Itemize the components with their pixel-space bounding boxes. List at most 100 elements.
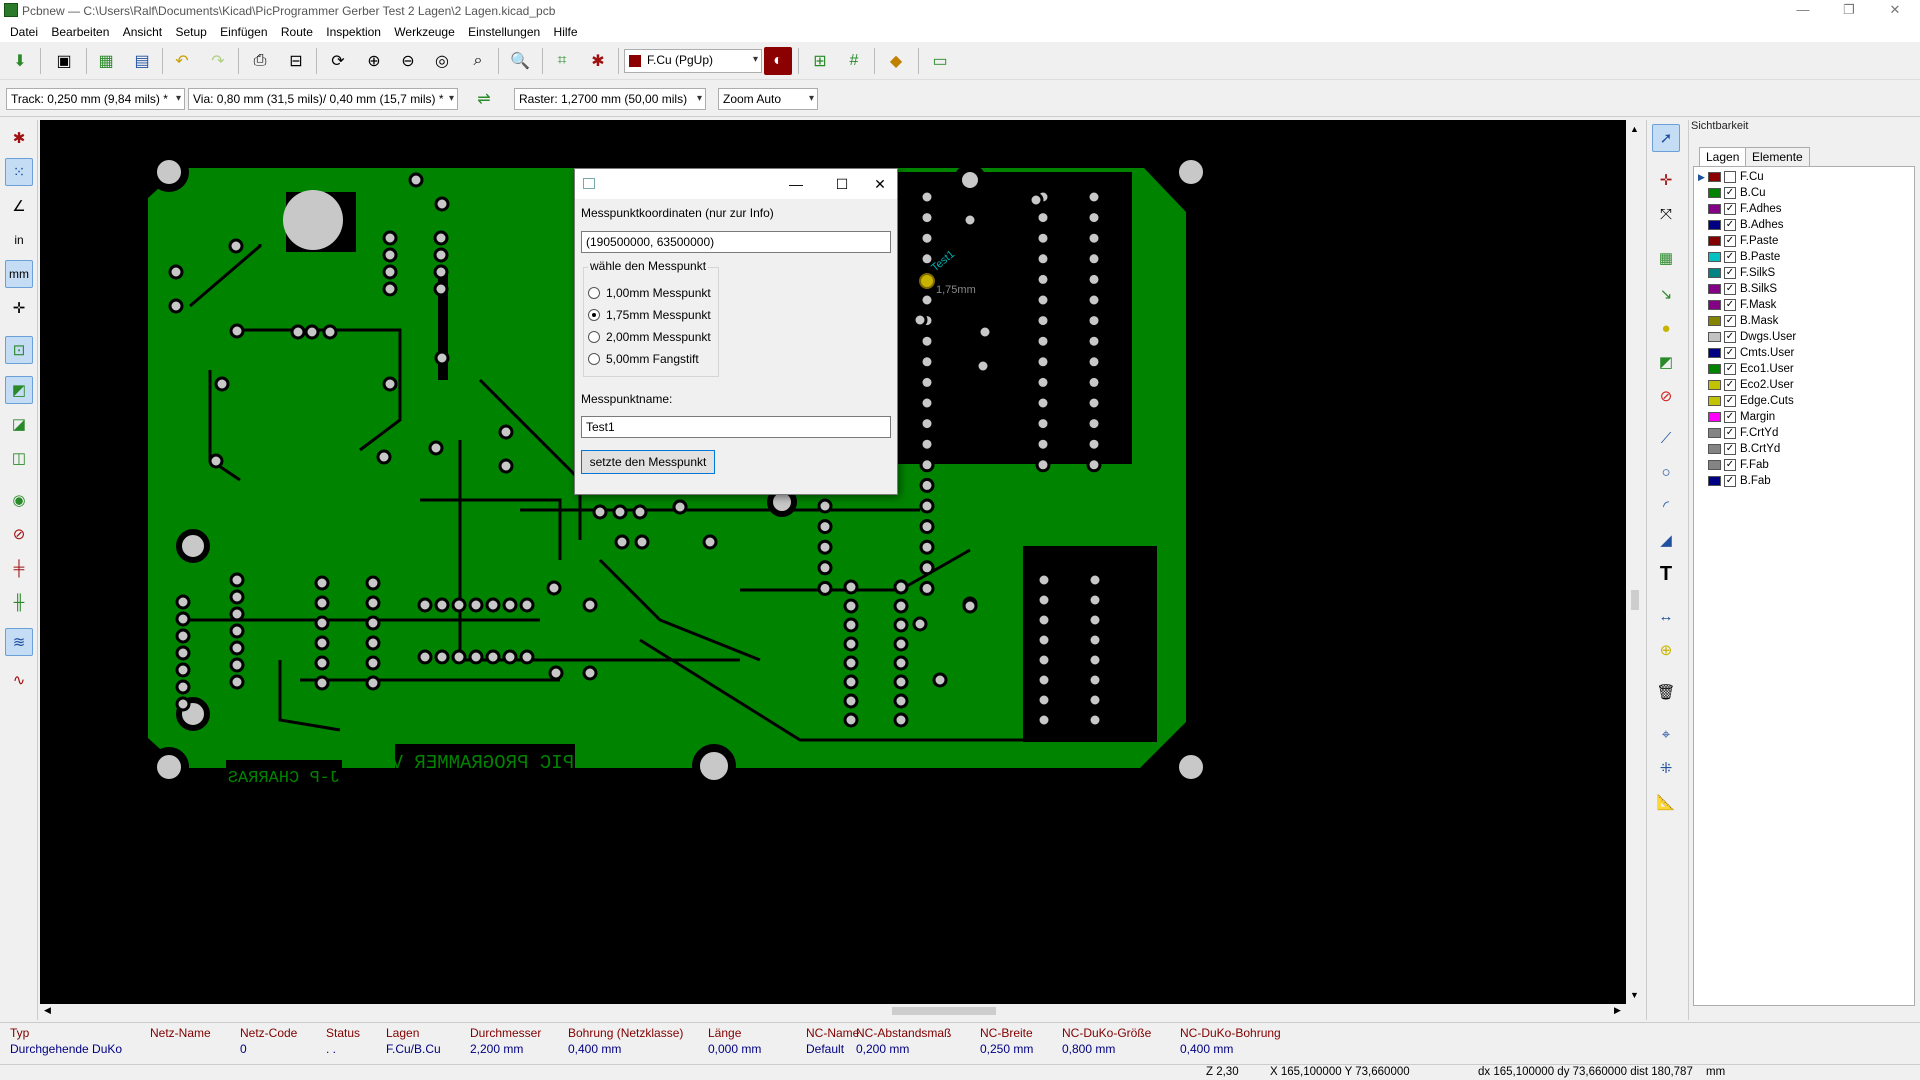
vias-sketch-icon[interactable]: ⊘ [12, 526, 26, 543]
scroll-left-icon[interactable]: ◀ [44, 1005, 51, 1015]
redraw-icon[interactable]: ⟳ [331, 53, 345, 70]
layer-color-swatch[interactable] [1708, 204, 1721, 214]
undo-icon[interactable]: ↶ [175, 53, 189, 70]
footprint-editor-icon[interactable]: ▦ [98, 53, 114, 70]
menu-datei[interactable]: Datei [10, 25, 39, 39]
layer-checkbox[interactable]: ✓ [1724, 315, 1736, 327]
layer-color-swatch[interactable] [1708, 220, 1721, 230]
cursor-shape-icon[interactable]: ✛ [12, 300, 26, 317]
layer-color-swatch[interactable] [1708, 476, 1721, 486]
layer-color-swatch[interactable] [1708, 444, 1721, 454]
auto-track-width-icon[interactable]: ⇌ [477, 91, 491, 108]
close-button[interactable]: ✕ [1889, 2, 1901, 17]
add-zone-icon[interactable]: ◩ [1658, 354, 1674, 371]
layer-color-swatch[interactable] [1708, 316, 1721, 326]
vertical-scrollbar[interactable]: ▲ ▼ [1628, 120, 1642, 1004]
select-arrow-icon[interactable]: ➚ [1652, 124, 1680, 152]
microwave-toolbar-icon[interactable]: ∿ [12, 672, 26, 689]
layer-select[interactable]: F.Cu (PgUp) ▾ [624, 49, 762, 73]
add-footprint-icon[interactable]: ▦ [1658, 250, 1674, 267]
scroll-thumb[interactable] [1631, 590, 1639, 610]
layer-checkbox[interactable]: ✓ [1724, 235, 1736, 247]
coords-field[interactable]: (190500000, 63500000) [581, 231, 891, 253]
layer-checkbox[interactable]: ✓ [1724, 331, 1736, 343]
measure-icon[interactable]: 📐 [1656, 794, 1676, 811]
keepout-area-icon[interactable]: ⊘ [1659, 388, 1673, 405]
scroll-down-icon[interactable]: ▼ [1630, 990, 1639, 1000]
menu-ansicht[interactable]: Ansicht [122, 25, 163, 39]
layer-color-swatch[interactable] [1708, 284, 1721, 294]
layer-color-swatch[interactable] [1708, 396, 1721, 406]
zoom-in-icon[interactable]: ⊕ [367, 53, 381, 70]
grid-origin-icon[interactable]: ⁜ [1659, 760, 1673, 777]
layer-color-swatch[interactable] [1708, 188, 1721, 198]
netlist-icon[interactable]: ⌗ [557, 52, 567, 69]
menu-bearbeiten[interactable]: Bearbeiten [51, 25, 110, 39]
layer-checkbox[interactable]: ✓ [1724, 219, 1736, 231]
zoom-selection-icon[interactable]: ⌕ [473, 52, 483, 69]
direction-icon[interactable]: ◆ [889, 53, 903, 70]
add-via-icon[interactable]: ● [1661, 319, 1671, 337]
pads-sketch-icon[interactable]: ◉ [12, 492, 26, 509]
layers-manager-icon[interactable]: ≋ [5, 628, 33, 656]
layer-checkbox[interactable] [1724, 171, 1736, 183]
zone-fill-icon[interactable]: ◩ [5, 376, 33, 404]
footprint-viewer-icon[interactable]: ▤ [134, 53, 150, 70]
dialog-minimize-button[interactable]: — [789, 176, 803, 192]
layer-color-swatch[interactable] [1708, 236, 1721, 246]
layer-checkbox[interactable]: ✓ [1724, 267, 1736, 279]
zone-sketch-icon[interactable]: ◫ [11, 450, 27, 467]
layer-checkbox[interactable]: ✓ [1724, 187, 1736, 199]
restore-button[interactable]: ❐ [1843, 2, 1855, 17]
menu-setup[interactable]: Setup [175, 25, 207, 39]
layer-checkbox[interactable]: ✓ [1724, 299, 1736, 311]
add-polygon-icon[interactable]: ◢ [1660, 532, 1672, 549]
scroll-thumb[interactable] [892, 1007, 996, 1015]
layer-color-swatch[interactable] [1708, 460, 1721, 470]
zoom-fit-icon[interactable]: ◎ [435, 53, 449, 70]
drc-off-icon[interactable]: ✱ [12, 130, 26, 147]
contrast-mode-icon[interactable]: ╫ [13, 593, 25, 611]
grid-select[interactable]: Raster: 1,2700 mm (50,00 mils)▾ [514, 88, 706, 110]
layer-checkbox[interactable]: ✓ [1724, 379, 1736, 391]
tab-lagen[interactable]: Lagen [1699, 147, 1747, 167]
zoom-out-icon[interactable]: ⊖ [401, 53, 415, 70]
delete-icon[interactable]: 🗑 [1656, 684, 1676, 701]
via-size-select[interactable]: Via: 0,80 mm (31,5 mils)/ 0,40 mm (15,7 … [188, 88, 458, 110]
layer-checkbox[interactable]: ✓ [1724, 347, 1736, 359]
menu-werkzeuge[interactable]: Werkzeuge [394, 25, 455, 39]
layer-checkbox[interactable]: ✓ [1724, 203, 1736, 215]
add-dimension-icon[interactable]: ↔ [1658, 607, 1674, 625]
polar-coords-icon[interactable]: ∠ [12, 198, 26, 215]
ratsnest-icon[interactable]: ⊡ [5, 336, 33, 364]
minimize-button[interactable]: — [1796, 2, 1810, 17]
print-icon[interactable]: ⎙ [253, 52, 267, 69]
scroll-right-icon[interactable]: ▶ [1614, 1005, 1621, 1015]
layer-color-swatch[interactable] [1708, 332, 1721, 342]
units-inch-icon[interactable]: in [14, 233, 24, 247]
layer-color-swatch[interactable] [1708, 268, 1721, 278]
name-field[interactable]: Test1 [581, 416, 891, 438]
layer-checkbox[interactable]: ✓ [1724, 475, 1736, 487]
layer-checkbox[interactable]: ✓ [1724, 251, 1736, 263]
tracks-sketch-icon[interactable]: ╪ [13, 559, 25, 577]
add-target-icon[interactable]: ⊕ [1659, 642, 1673, 659]
menu-einstellungen[interactable]: Einstellungen [468, 25, 541, 39]
layer-checkbox[interactable]: ✓ [1724, 283, 1736, 295]
read-netlist-icon[interactable]: ⊞ [813, 53, 827, 70]
layer-checkbox[interactable]: ✓ [1724, 411, 1736, 423]
save-icon[interactable]: ⬇ [13, 53, 27, 70]
scripting-console-icon[interactable]: ▭ [932, 53, 948, 70]
layer-checkbox[interactable]: ✓ [1724, 443, 1736, 455]
dialog-close-button[interactable]: ✕ [874, 176, 886, 192]
menu-einfuegen[interactable]: Einfügen [220, 25, 268, 39]
drill-origin-icon[interactable]: ⌖ [1661, 725, 1671, 743]
layer-checkbox[interactable]: ✓ [1724, 459, 1736, 471]
scroll-up-icon[interactable]: ▲ [1630, 124, 1639, 134]
layer-color-swatch[interactable] [1708, 348, 1721, 358]
route-track-icon[interactable]: ↘ [1659, 286, 1673, 303]
add-line-icon[interactable]: ⟋ [1660, 429, 1672, 447]
add-arc-icon[interactable]: ◜ [1663, 498, 1669, 515]
drc-icon[interactable]: ✱ [591, 53, 605, 70]
plot-icon[interactable]: ⊟ [289, 53, 303, 70]
